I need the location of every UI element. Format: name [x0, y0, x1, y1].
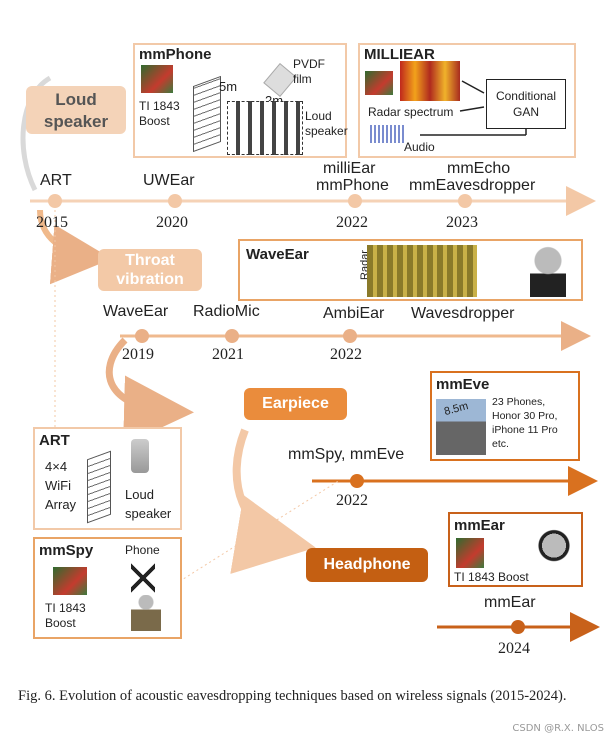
year-2022: 2022: [336, 214, 368, 231]
label-mmphone: mmPhone: [316, 177, 389, 194]
pvdf-film-image: [263, 62, 297, 98]
year-2015: 2015: [36, 214, 68, 231]
mmphone-ti-label: TI 1843 Boost: [139, 99, 180, 128]
label-ambiear: AmbiEar: [323, 305, 385, 322]
art-speaker-image: [131, 439, 149, 473]
headphone-person-image: [534, 528, 574, 572]
wall-image: [193, 75, 221, 153]
dot-2021: [225, 329, 239, 343]
curve-loud-to-throat: [37, 209, 112, 285]
milliear-arrows: [420, 80, 527, 136]
phone-tripod-image: [131, 563, 155, 593]
year-2019: 2019: [122, 346, 154, 363]
mmeve-title: mmEve: [436, 376, 490, 393]
radar-spectrum-label: Radar spectrum: [368, 105, 454, 119]
dot-2023: [458, 194, 472, 208]
label-uwear: UWEar: [143, 172, 195, 189]
year-2023: 2023: [446, 214, 478, 231]
pvdf-film-label: PVDF film: [293, 57, 326, 86]
audio-waveform-image: [370, 125, 406, 143]
curve-top: [20, 75, 52, 192]
label-mmeavesdropper: mmEavesdropper: [409, 177, 536, 194]
radar-pcb-image: [367, 245, 477, 297]
year-2021: 2021: [212, 346, 244, 363]
year-2024: 2024: [498, 640, 530, 657]
label-mmspy-mmeve: mmSpy, mmEve: [288, 446, 405, 463]
mmphone-title: mmPhone: [139, 46, 212, 63]
year-2022-c: 2022: [336, 492, 368, 509]
mmspy-title: mmSpy: [39, 542, 94, 559]
dot-2022b: [343, 329, 357, 343]
year-2022-b: 2022: [330, 346, 362, 363]
tag-loudspeaker: Loud speaker: [26, 86, 126, 134]
tag-throat-vibration: Throat vibration: [98, 249, 202, 291]
curve-earpiece-to-headphone: [230, 428, 316, 574]
art-array-label: 4×4 WiFi Array: [45, 459, 77, 512]
mmear-radar-image: [456, 538, 484, 568]
radar-spectrum-image: [400, 61, 460, 101]
mmear-ti-label: TI 1843 Boost: [454, 570, 529, 584]
tag-headphone: Headphone: [306, 548, 428, 582]
mmspy-ti-label: TI 1843 Boost: [45, 601, 86, 630]
radar-board-image-2: [365, 71, 393, 95]
dot-2024: [511, 620, 525, 634]
dot-2020: [168, 194, 182, 208]
building-scene-image: [436, 399, 486, 455]
label-art: ART: [40, 172, 72, 189]
label-waveear: WaveEar: [103, 303, 169, 320]
dot-2022c: [350, 474, 364, 488]
mmear-box: mmEar TI 1843 Boost: [448, 512, 583, 587]
radar-board-image: [141, 65, 173, 93]
label-mmecho: mmEcho: [447, 160, 511, 177]
mmeve-box: mmEve 8.5m 23 Phones, Honor 30 Pro, iPho…: [430, 371, 580, 461]
mmeve-phones-label: 23 Phones, Honor 30 Pro, iPhone 11 Pro e…: [492, 396, 558, 450]
mmphone-box: mmPhone TI 1843 Boost 5m PVDF film 2m Lo…: [133, 43, 348, 158]
person-seated-image: [131, 595, 161, 631]
year-2020: 2020: [156, 214, 188, 231]
mmspy-radar-image: [53, 567, 87, 595]
mmear-title: mmEar: [454, 517, 505, 534]
dot-2015: [48, 194, 62, 208]
label-wavesdropper: Wavesdropper: [411, 305, 515, 322]
mmphone-loudspeaker-label: Loud speaker: [305, 109, 348, 138]
label-radiomic: RadioMic: [193, 303, 260, 320]
art-wall-image: [87, 450, 111, 524]
distance-5m: 5m: [219, 79, 238, 94]
mmspy-box: mmSpy Phone TI 1843 Boost: [33, 537, 182, 639]
figure-caption: Fig. 6. Evolution of acoustic eavesdropp…: [18, 688, 567, 704]
watermark: CSDN @R.X. NLOS: [512, 723, 604, 734]
gan-box: Conditional GAN: [486, 79, 566, 129]
waveear-title: WaveEar: [246, 246, 309, 263]
person-face-image: [530, 245, 566, 297]
label-mmear: mmEar: [484, 594, 536, 611]
art-loudspeaker-label: Loud speaker: [125, 487, 172, 521]
waveear-box: WaveEar Radar: [238, 239, 583, 301]
dot-2022: [348, 194, 362, 208]
curve-throat-to-earpiece: [105, 337, 194, 446]
art-title: ART: [39, 432, 70, 449]
art-box: ART 4×4 WiFi Array Loud speaker: [33, 427, 182, 530]
mmspy-phone-label: Phone: [125, 543, 160, 557]
phones-image: [227, 101, 303, 155]
milliear-box: MILLIEAR Radar spectrum Audio Conditiona…: [358, 43, 576, 158]
tag-earpiece: Earpiece: [244, 388, 347, 420]
milliear-title: MILLIEAR: [364, 46, 435, 63]
label-milliear: milliEar: [323, 160, 376, 177]
audio-label: Audio: [404, 140, 435, 154]
dot-2019: [135, 329, 149, 343]
